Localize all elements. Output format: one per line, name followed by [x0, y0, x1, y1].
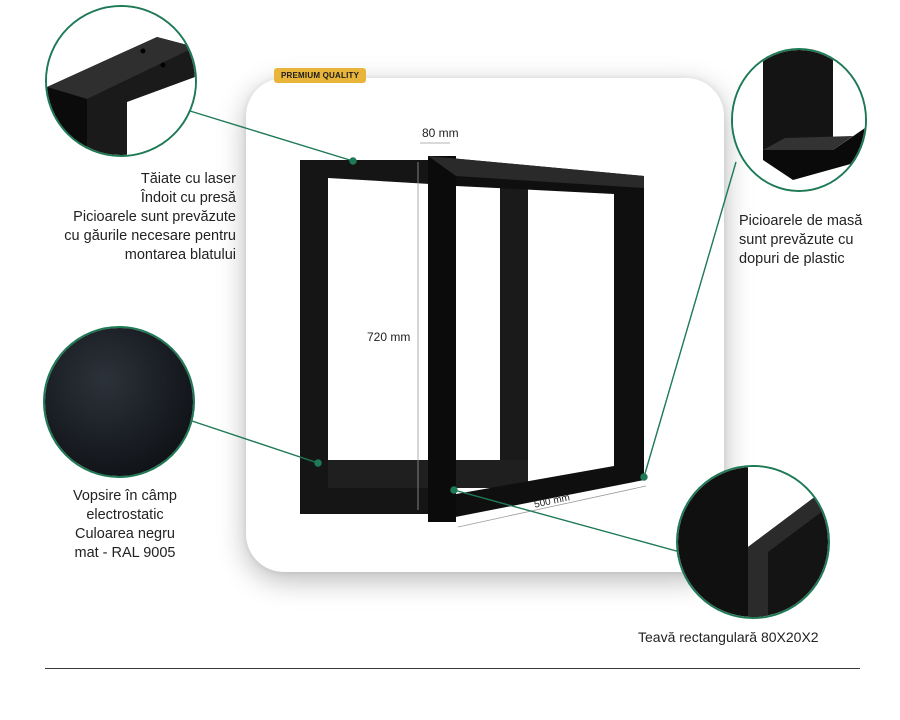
caps-line-2: sunt prevăzute cu	[739, 232, 854, 248]
paint-texture-image	[45, 328, 193, 476]
laser-cut-detail-image	[47, 7, 195, 155]
rectangular-tube-detail-image	[678, 467, 828, 617]
caps-line-1: Picioarele de masă	[739, 213, 863, 229]
laser-line-5: montarea blatului	[124, 247, 236, 263]
laser-line-4: cu găurile necesare pentru	[64, 228, 236, 244]
laser-line-1: Tăiate cu laser	[140, 171, 236, 187]
premium-quality-badge: PREMIUM QUALITY	[274, 68, 367, 83]
plastic-caps-feature-text: Picioarele de masă sunt prevăzute cu dop…	[739, 212, 862, 269]
paint-line-1: Vopsire în câmp	[73, 488, 177, 504]
paint-line-2: electrostatic	[86, 507, 164, 523]
paint-line-3: Culoarea negru	[75, 526, 175, 542]
rectangular-tube-detail-circle	[676, 465, 830, 619]
height-dimension-label: 720 mm	[367, 330, 411, 344]
width-dimension-label: 80 mm	[422, 126, 459, 140]
paint-texture-circle	[43, 326, 195, 478]
product-card	[246, 78, 724, 572]
laser-line-3: Picioarele sunt prevăzute	[73, 209, 236, 225]
caps-line-3: dopuri de plastic	[739, 251, 845, 267]
rectangular-tube-feature-text: Teavă rectangulară 80X20X2	[638, 629, 819, 645]
paint-line-4: mat - RAL 9005	[74, 545, 176, 561]
laser-cut-feature-text: Tăiate cu laser Îndoit cu presă Picioare…	[64, 170, 236, 265]
laser-line-2: Îndoit cu presă	[140, 190, 236, 206]
laser-cut-detail-circle	[45, 5, 197, 157]
plastic-caps-detail-image	[733, 50, 865, 190]
bottom-divider	[45, 668, 860, 669]
plastic-caps-detail-circle	[731, 48, 867, 192]
paint-feature-text: Vopsire în câmp electrostatic Culoarea n…	[45, 487, 205, 563]
